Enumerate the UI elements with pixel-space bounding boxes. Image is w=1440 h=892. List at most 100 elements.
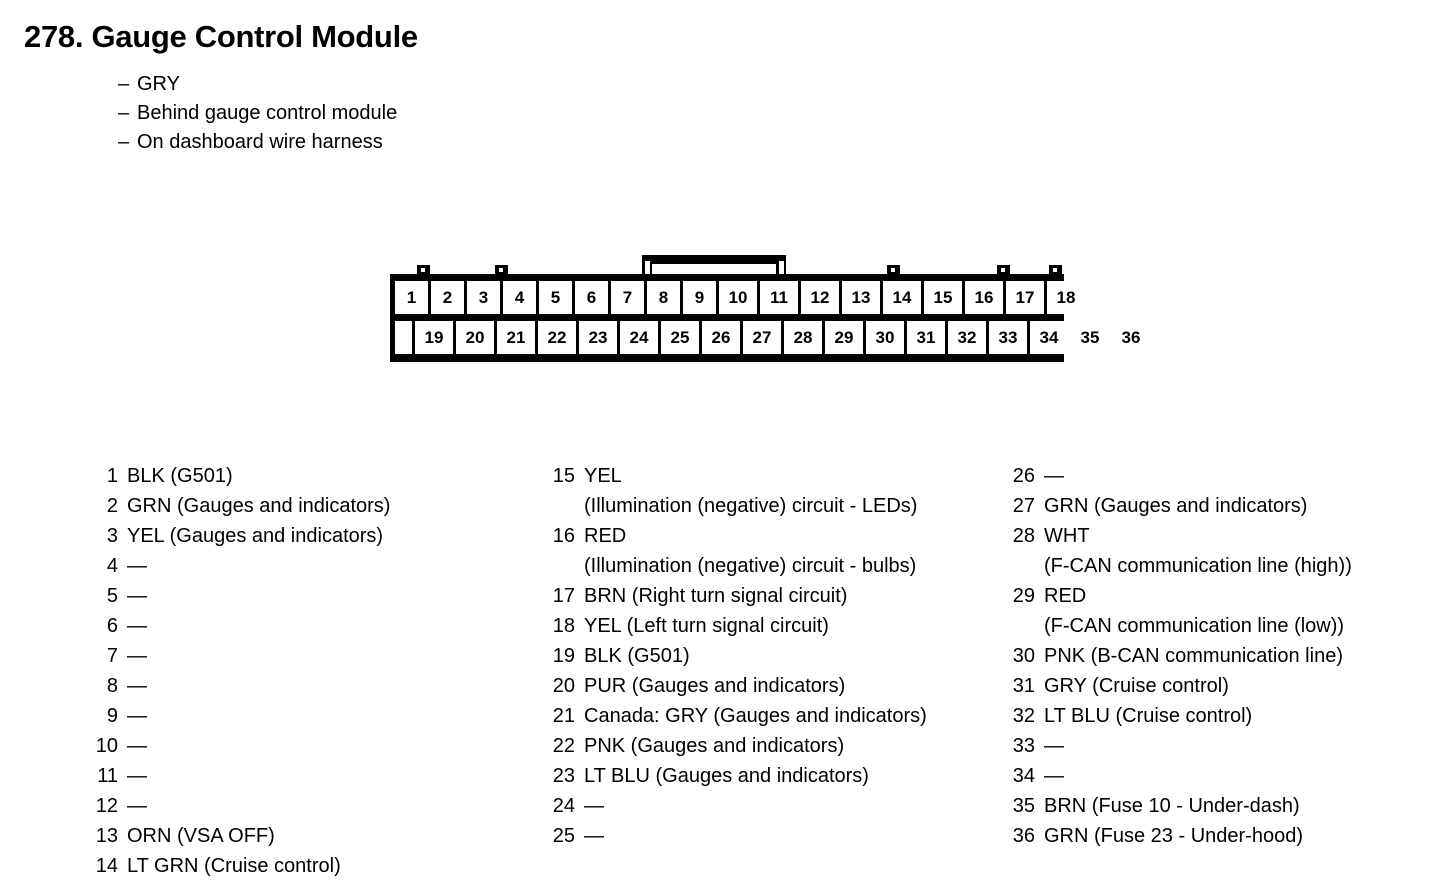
pin-legend-number: 4	[106, 555, 118, 577]
pin-legend-description-line1: —	[127, 585, 147, 607]
pin-legend-description: ORN (VSA OFF)	[127, 821, 518, 851]
pin-cell[interactable]: 36	[1112, 321, 1150, 354]
pin-legend-number: 7	[106, 645, 118, 667]
locking-tab-icon	[1049, 265, 1062, 276]
pin-legend-description-line1: RED	[1044, 585, 1087, 607]
pin-legend-description-line1: —	[127, 675, 147, 697]
pin-cell[interactable]: 9	[683, 281, 716, 314]
pin-cell[interactable]: 35	[1071, 321, 1109, 354]
pin-legend-number: 8	[106, 675, 118, 697]
pin-legend-description-line1: BRN (Fuse 10 - Under-dash)	[1044, 795, 1300, 817]
pin-cell[interactable]: 29	[825, 321, 863, 354]
pin-cell[interactable]: 17	[1006, 281, 1044, 314]
pin-legend-number: 3	[106, 525, 118, 547]
pin-legend-item: 25—	[545, 821, 985, 851]
pin-legend-description-line1: —	[1044, 735, 1064, 757]
pin-cell[interactable]: 5	[539, 281, 572, 314]
pin-cell[interactable]: 24	[620, 321, 658, 354]
pin-legend-item: 6—	[88, 611, 518, 641]
pin-legend-description-line1: BLK (G501)	[127, 465, 233, 487]
pin-legend-description: —	[1044, 461, 1425, 491]
pin-legend-number: 30	[1012, 645, 1035, 667]
pin-cell[interactable]: 16	[965, 281, 1003, 314]
pin-legend-number: 6	[106, 615, 118, 637]
pin-cell[interactable]: 10	[719, 281, 757, 314]
pin-cell[interactable]: 13	[842, 281, 880, 314]
pin-legend-description-line1: GRY (Cruise control)	[1044, 675, 1229, 697]
pin-cell[interactable]: 11	[760, 281, 798, 314]
pin-cell[interactable]: 28	[784, 321, 822, 354]
pin-cell[interactable]: 19	[415, 321, 453, 354]
pin-cell[interactable]: 8	[647, 281, 680, 314]
pin-legend-description: PUR (Gauges and indicators)	[584, 671, 985, 701]
pin-cell[interactable]: 26	[702, 321, 740, 354]
note-text: GRY	[137, 73, 180, 95]
pin-legend-number: 15	[552, 465, 575, 487]
pin-legend-description-line1: BLK (G501)	[584, 645, 690, 667]
pin-cell[interactable]: 27	[743, 321, 781, 354]
pin-legend-description: LT GRN (Cruise control)	[127, 851, 518, 881]
pin-cell[interactable]: 25	[661, 321, 699, 354]
pin-legend-item: 5—	[88, 581, 518, 611]
pin-cell[interactable]: 33	[989, 321, 1027, 354]
locking-tab-icon	[495, 265, 508, 276]
note-text: Behind gauge control module	[137, 102, 398, 124]
pin-legend-description-line1: —	[127, 615, 147, 637]
pin-cell[interactable]: 21	[497, 321, 535, 354]
pin-cell[interactable]: 15	[924, 281, 962, 314]
pin-legend-number: 26	[1012, 465, 1035, 487]
pin-legend-description-line1: —	[127, 555, 147, 577]
pin-cell[interactable]: 30	[866, 321, 904, 354]
pin-cell[interactable]: 6	[575, 281, 608, 314]
pin-legend-description: GRN (Gauges and indicators)	[1044, 491, 1425, 521]
pin-cell[interactable]: 18	[1047, 281, 1085, 314]
pin-legend-description-line1: YEL	[584, 465, 622, 487]
pin-legend-description-line1: PUR (Gauges and indicators)	[584, 675, 846, 697]
pin-cell[interactable]: 3	[467, 281, 500, 314]
pin-legend-description-line2: (F-CAN communication line (high))	[1044, 555, 1352, 577]
pin-cell[interactable]: 1	[395, 281, 428, 314]
pin-cell[interactable]: 12	[801, 281, 839, 314]
pin-cell[interactable]: 22	[538, 321, 576, 354]
pin-legend-item: 9—	[88, 701, 518, 731]
pin-legend-description-line1: PNK (Gauges and indicators)	[584, 735, 845, 757]
pin-legend-description-line1: —	[127, 765, 147, 787]
pin-legend-description-line1: YEL (Left turn signal circuit)	[584, 615, 829, 637]
pin-legend-description: Canada: GRY (Gauges and indicators)	[584, 701, 985, 731]
pin-cell[interactable]: 4	[503, 281, 536, 314]
pin-legend-description: GRY (Cruise control)	[1044, 671, 1425, 701]
pin-legend-description: LT BLU (Gauges and indicators)	[584, 761, 985, 791]
pin-legend-item: 23 LT BLU (Gauges and indicators)	[545, 761, 985, 791]
pin-legend-item: 26 —	[1005, 461, 1425, 491]
pin-legend-description-line1: —	[584, 825, 604, 847]
connector-note: –Behind gauge control module	[118, 99, 397, 128]
pin-cell[interactable]: 20	[456, 321, 494, 354]
pin-cell[interactable]: 34	[1030, 321, 1068, 354]
pin-legend-description: —	[127, 581, 518, 611]
pin-cell[interactable]: 2	[431, 281, 464, 314]
pin-legend-number: 21	[552, 705, 575, 727]
pin-legend-number: 9	[106, 705, 118, 727]
pin-cell[interactable]: 14	[883, 281, 921, 314]
pin-cell[interactable]: 23	[579, 321, 617, 354]
pin-legend-item: 10—	[88, 731, 518, 761]
note-dash-icon: –	[118, 73, 130, 95]
pin-cell[interactable]: 7	[611, 281, 644, 314]
pin-legend-item: 8—	[88, 671, 518, 701]
pin-cell[interactable]: 32	[948, 321, 986, 354]
pin-legend-item: 34—	[1005, 761, 1425, 791]
connector-pin-row-bottom: 19 20 21 22 23 24 25 26 27 28 29 30 31 3…	[395, 321, 1153, 354]
pin-legend-description: RED(Illumination (negative) circuit - bu…	[584, 521, 985, 581]
pin-legend-number: 23	[552, 765, 575, 787]
pin-cell[interactable]: 31	[907, 321, 945, 354]
pin-legend-description: LT BLU (Cruise control)	[1044, 701, 1425, 731]
